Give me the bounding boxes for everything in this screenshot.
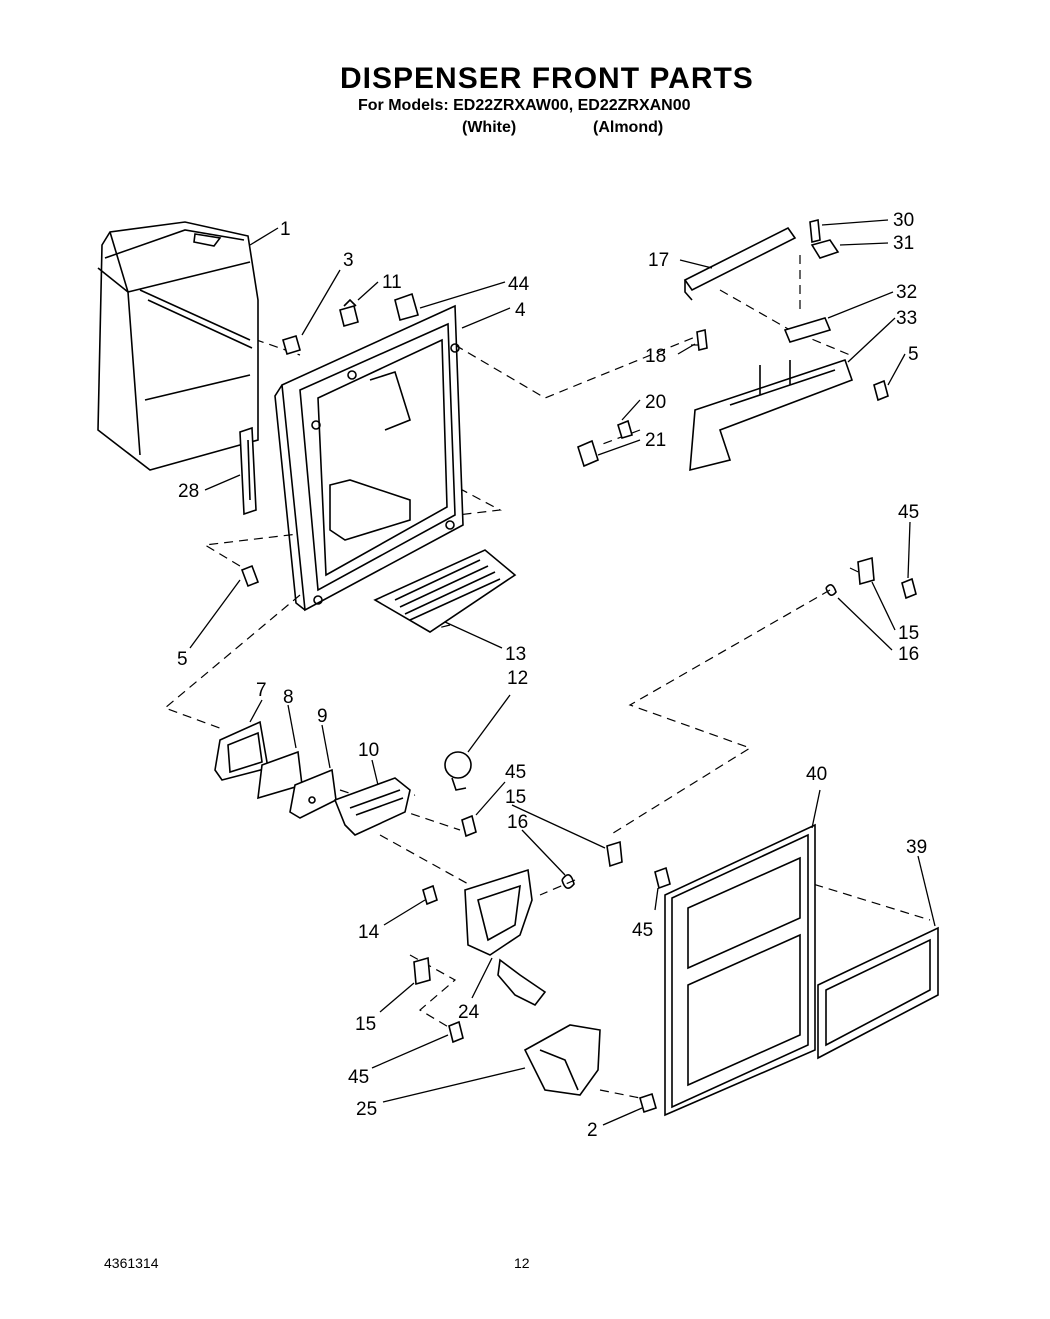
part-screw-45-mid (461, 814, 477, 838)
callout-45-lower: 45 (348, 1067, 369, 1088)
part-frame-7 (214, 720, 269, 781)
part-spring-16-mid (561, 874, 575, 889)
part-screw-45-upper (901, 577, 917, 600)
callout-32: 32 (896, 282, 917, 303)
callout-5-right: 5 (908, 344, 919, 365)
part-screw-5-left (240, 564, 260, 588)
part-hinge-15-mid (606, 840, 623, 868)
callout-8: 8 (283, 687, 294, 708)
callout-5-left: 5 (177, 649, 188, 670)
part-hinge-15-lower (413, 956, 431, 986)
part-screw-45-lower (448, 1020, 464, 1044)
callout-16-right: 16 (898, 644, 919, 665)
callout-25: 25 (356, 1099, 377, 1120)
callout-39: 39 (906, 837, 927, 858)
callout-12: 12 (507, 668, 528, 689)
callout-labels: 1 3 11 44 4 30 31 17 32 33 18 5 20 21 28… (177, 210, 927, 1141)
callout-4: 4 (515, 300, 526, 321)
part-panel-9 (289, 768, 337, 819)
part-door-trim-40 (664, 823, 816, 1117)
callout-1: 1 (280, 219, 291, 240)
callout-33: 33 (896, 308, 917, 329)
callout-11: 11 (382, 272, 402, 293)
part-housing-frame (274, 292, 464, 612)
part-screw-20 (617, 419, 633, 439)
leader-lines (189, 219, 936, 1126)
document-number: 4361314 (104, 1255, 159, 1271)
callout-15-lower: 15 (355, 1014, 376, 1035)
callout-17: 17 (648, 250, 669, 271)
callout-45-mid: 45 (505, 762, 526, 783)
callout-45-door: 45 (632, 920, 653, 941)
variant-almond-label: (Almond) (593, 119, 664, 136)
part-chute-25 (523, 1024, 601, 1096)
variant-white-label: (White) (462, 119, 517, 136)
part-top-channel (683, 226, 797, 301)
callout-13: 13 (505, 644, 526, 665)
callout-28: 28 (178, 481, 199, 502)
callout-24: 24 (458, 1002, 480, 1023)
part-clip-31 (810, 239, 840, 259)
part-switch-plate-10 (333, 777, 411, 836)
callout-30: 30 (893, 210, 914, 231)
callout-9: 9 (317, 706, 328, 727)
part-ice-bucket (97, 221, 259, 471)
callout-15-right: 15 (898, 623, 919, 644)
part-drip-grille (373, 549, 517, 633)
callout-10: 10 (358, 740, 379, 761)
callout-2: 2 (587, 1120, 598, 1141)
callout-7: 7 (256, 680, 267, 701)
callout-14: 14 (358, 922, 380, 943)
page-title: DISPENSER FRONT PARTS (340, 62, 754, 95)
callout-45-right: 45 (898, 502, 919, 523)
callout-31: 31 (893, 233, 914, 254)
part-spring-16-upper (825, 584, 837, 596)
callout-3: 3 (343, 250, 354, 271)
part-mount-rail-33 (689, 358, 854, 472)
callout-44: 44 (508, 274, 530, 295)
callout-40: 40 (806, 764, 827, 785)
part-clip-14 (422, 884, 438, 906)
part-screw-30 (809, 218, 821, 244)
part-screw-45-mid2 (654, 866, 671, 890)
callout-21: 21 (645, 430, 666, 451)
callout-16-mid: 16 (507, 812, 528, 833)
part-screw-5-right (873, 379, 889, 402)
part-side-strip (239, 426, 257, 516)
part-screw-2 (639, 1092, 657, 1114)
part-clip-21 (577, 439, 599, 468)
part-actuator-12 (444, 751, 472, 791)
page-number: 12 (514, 1255, 530, 1271)
callout-18: 18 (645, 346, 666, 367)
part-actuator-lever-24 (464, 868, 547, 1007)
part-hinge-15-upper (857, 556, 875, 586)
models-line: For Models: ED22ZRXAW00, ED22ZRXAN00 (358, 97, 691, 114)
part-bracket-32 (783, 317, 832, 343)
part-bushing (282, 334, 301, 356)
callout-15-mid: 15 (505, 787, 526, 808)
part-screw-18 (696, 329, 708, 351)
callout-20: 20 (645, 392, 666, 413)
part-nut (339, 298, 359, 327)
part-panel-39 (817, 926, 939, 1060)
